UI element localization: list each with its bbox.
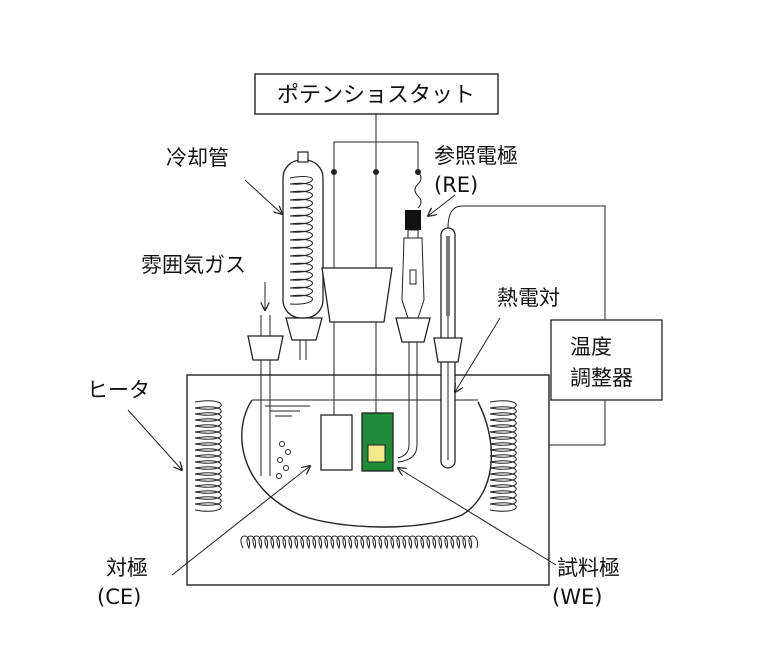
potentiostat-label: ポテンショスタット: [277, 83, 475, 108]
re-wire: [414, 171, 422, 209]
working-electrode-label: 試料極: [557, 556, 620, 580]
temperature-controller: 温度 調整器: [549, 319, 663, 446]
reference-electrode: [395, 210, 431, 463]
heater-label: ヒータ: [87, 378, 150, 402]
thermocouple-wire: [447, 205, 606, 320]
condenser: [282, 151, 324, 360]
junction-dot-ce: [331, 169, 337, 175]
callout-arrows: [127, 179, 557, 576]
potentiostat-wiring: [331, 114, 422, 418]
junction-dot-we: [373, 169, 379, 175]
condenser-label: 冷却管: [166, 146, 229, 170]
temperature-controller-label-2: 調整器: [570, 366, 633, 390]
gas-inlet-tube: [247, 315, 284, 476]
temperature-controller-box: [550, 319, 663, 401]
heater-arrow: [127, 409, 182, 470]
gas-bubbles: [276, 441, 291, 479]
reference-electrode-label: 参照電極: [434, 144, 518, 168]
reaction-vessel: [241, 399, 493, 528]
counter-electrode-abbr: (CE): [97, 585, 141, 609]
heater-coil-left: [194, 400, 222, 512]
thermocouple-stopper: [433, 337, 463, 363]
heater-box: [186, 374, 550, 586]
potentiostat: ポテンショスタット: [254, 73, 499, 115]
heater-power-line: [549, 400, 606, 446]
atmosphere-gas-label: 雰囲気ガス: [141, 253, 246, 277]
counter-electrode-arrow: [171, 466, 310, 576]
reference-electrode-cap: [405, 210, 421, 230]
gas-stopper: [247, 335, 284, 361]
thermocouple-probe: [433, 205, 606, 469]
potentiostat-box: [254, 73, 499, 115]
thermocouple-label: 熱電対: [497, 286, 560, 310]
reference-electrode-arrow: [428, 194, 456, 216]
working-electrode-abbr: (WE): [552, 585, 602, 609]
thermocouple-arrow: [455, 317, 501, 392]
reference-electrode-abbr: (RE): [434, 173, 478, 197]
counter-electrode-label: 対極: [106, 556, 148, 580]
center-stopper: [321, 267, 393, 323]
working-electrode-arrow: [398, 468, 557, 566]
condenser-stopper: [285, 317, 323, 341]
working-electrode: [361, 412, 394, 472]
heater-coil-bottom: [240, 535, 479, 550]
temperature-controller-label-1: 温度: [570, 335, 612, 359]
working-electrode-sample: [367, 444, 386, 463]
counter-electrode-plate: [320, 414, 353, 471]
re-stopper: [395, 317, 431, 343]
heater-coil-right: [489, 400, 517, 512]
liquid-surface: [265, 405, 310, 417]
condenser-arrow: [244, 179, 282, 214]
